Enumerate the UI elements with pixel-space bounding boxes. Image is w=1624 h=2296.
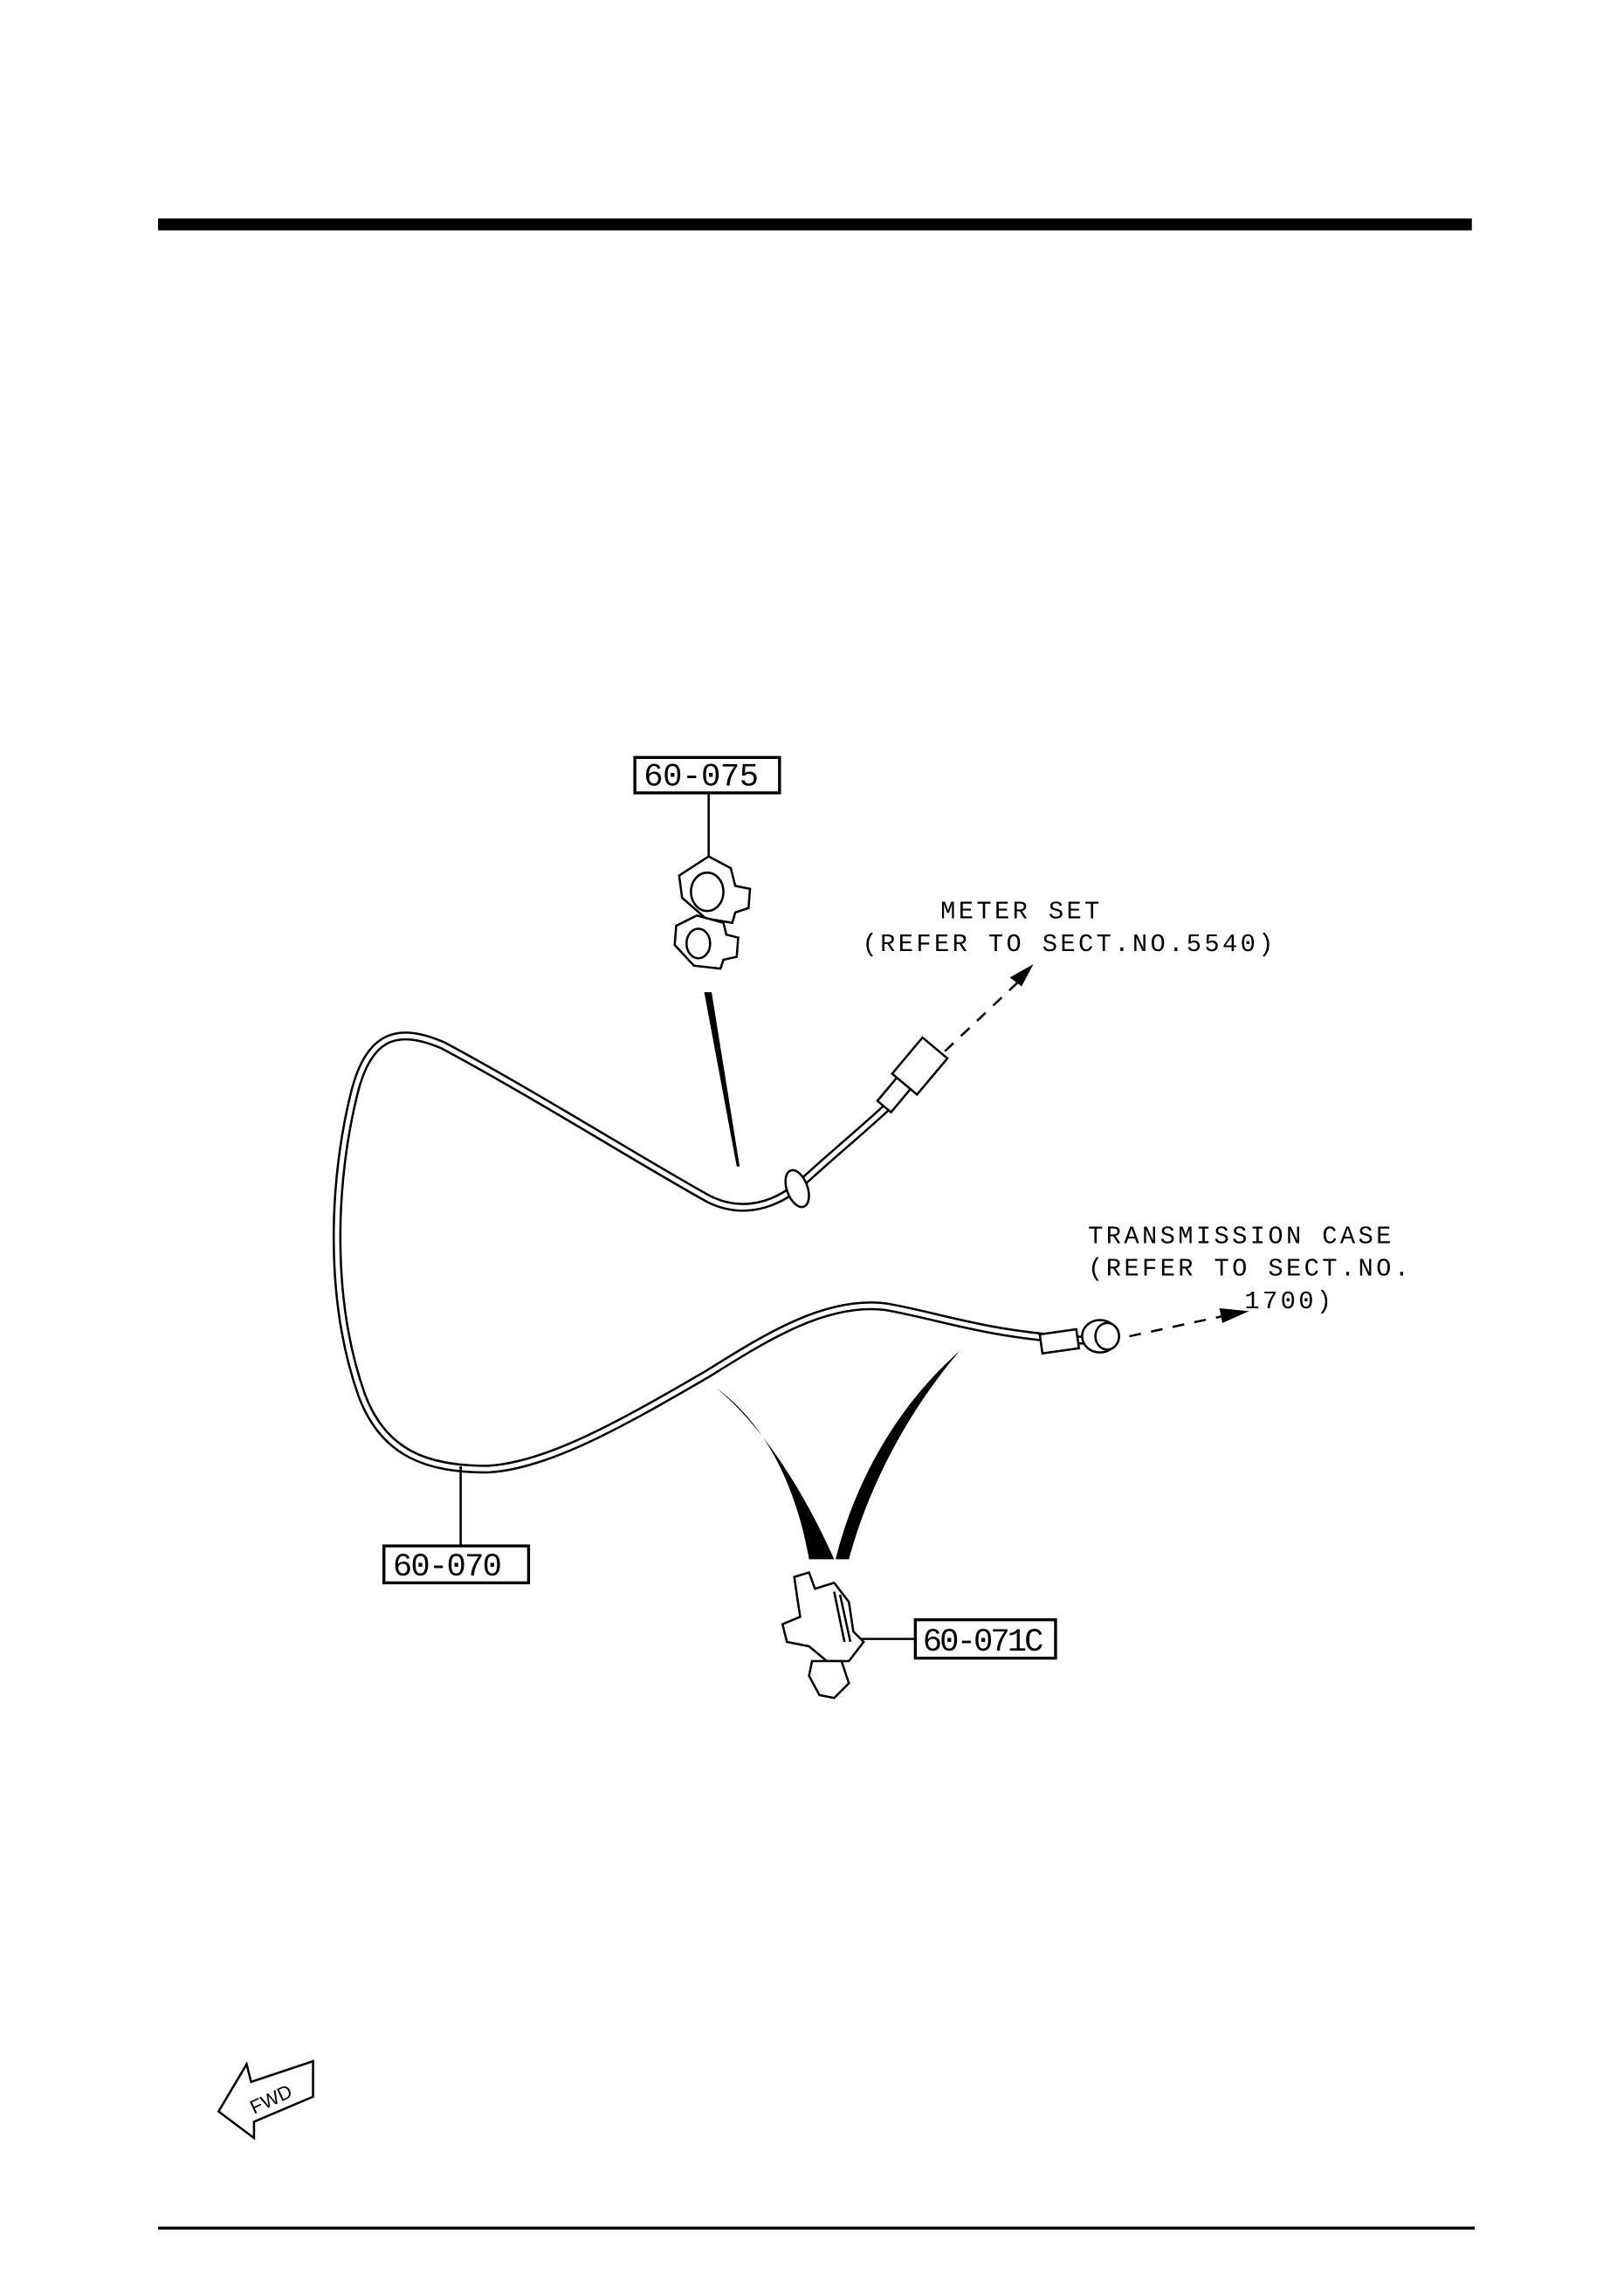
part-number: 60-070	[393, 1549, 502, 1586]
transmission-reference-number: 1700)	[1244, 1287, 1334, 1316]
clip-icon	[781, 1571, 865, 1700]
part-label-60-071C[interactable]: 60-071C	[913, 1617, 1057, 1662]
meter-set-title: METER SET	[940, 898, 1103, 927]
grommet-icon	[784, 1169, 810, 1209]
footer-rule	[158, 2226, 1476, 2230]
clip-pointer	[716, 1388, 835, 1560]
header-bar	[158, 218, 1472, 231]
transmission-dashed-arrow	[1129, 1314, 1226, 1338]
clip-pointer	[836, 1350, 960, 1560]
meter-dashed-arrow	[944, 973, 1028, 1052]
fwd-arrow-icon: FWD	[217, 2059, 314, 2141]
part-label-60-075[interactable]: 60-075	[633, 755, 781, 796]
part-number: 60-071C	[923, 1624, 1044, 1661]
part-number: 60-075	[643, 759, 759, 796]
part-label-60-070[interactable]: 60-070	[382, 1544, 531, 1586]
arrowhead-icon	[1219, 1307, 1249, 1323]
speedometer-cable[interactable]	[332, 1031, 1093, 1474]
meter-connector-icon	[876, 1036, 949, 1114]
clamp-icon	[673, 855, 752, 970]
transmission-title: TRANSMISSION CASE	[1088, 1223, 1394, 1251]
arrowhead-icon	[1009, 964, 1034, 987]
transmission-fitting-icon	[1038, 1319, 1120, 1355]
transmission-reference: (REFER TO SECT.NO.	[1088, 1255, 1412, 1284]
meter-set-reference: (REFER TO SECT.NO.5540)	[862, 930, 1276, 959]
clamp-pointer	[704, 992, 740, 1167]
